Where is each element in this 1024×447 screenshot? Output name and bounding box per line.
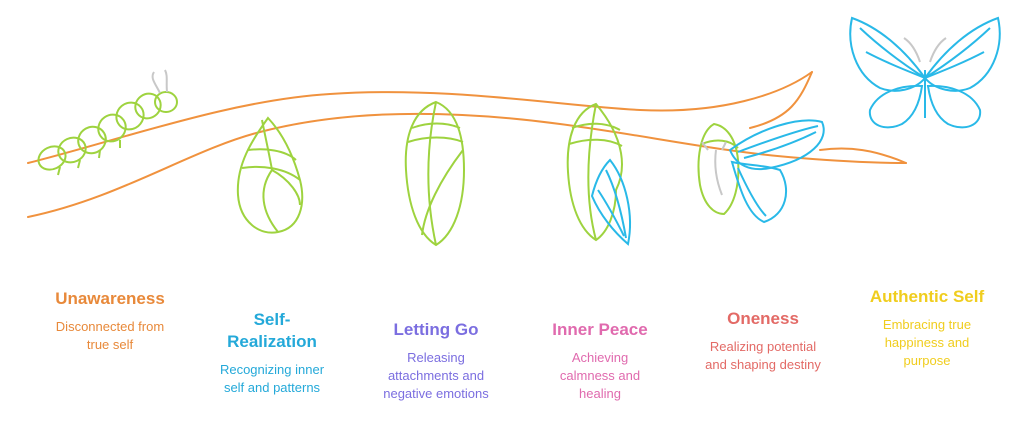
stage-description: Realizing potential and shaping destiny [705,339,821,372]
emerging-cocoon-icon [566,102,631,246]
stage-title: Letting Go [393,320,479,339]
stage-description: Disconnected from true self [55,319,165,352]
stage-unawareness: Unawareness Disconnected from true self [35,288,185,354]
cocoon-icon [404,100,466,247]
stage-oneness: Oneness Realizing potential and shaping … [688,308,838,374]
stage-authentic-self: Authentic Self Embracing true happiness … [852,286,1002,370]
stage-description: Embracing true happiness and purpose [882,317,972,368]
branch-icon [27,71,907,218]
stage-description: Achieving calmness and healing [559,350,641,401]
caterpillar-antenna-icon [151,69,168,94]
stage-title: Oneness [727,309,799,328]
butterfly-icon [849,16,1001,129]
stage-title: Unawareness [55,289,165,308]
stage-title: Authentic Self [869,287,985,306]
stage-letting-go: Letting Go Releasing attachments and neg… [361,319,511,403]
opening-cocoon-icon [697,119,825,224]
stage-title: Self-Realization [227,310,317,351]
stage-inner-peace: Inner Peace Achieving calmness and heali… [525,319,675,403]
stage-description: Releasing attachments and negative emoti… [383,350,489,401]
pupa-icon [236,116,304,234]
stage-description: Recognizing inner self and patterns [219,362,325,395]
caterpillar-icon [37,91,178,176]
stage-title: Inner Peace [552,320,648,339]
stage-self-realization: Self-Realization Recognizing inner self … [197,309,347,397]
